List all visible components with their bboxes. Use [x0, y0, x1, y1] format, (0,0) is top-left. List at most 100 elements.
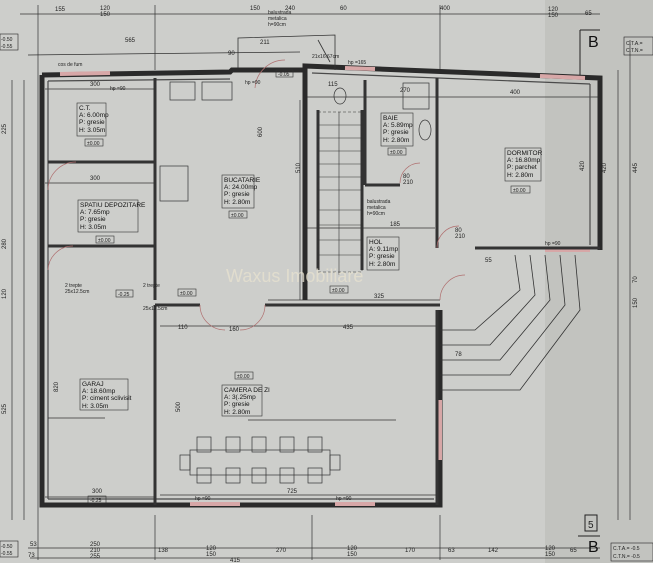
level-box-left-bottom: -0.50 -0.55 [0, 540, 19, 558]
svg-text:BUCATARIE: BUCATARIE [224, 177, 261, 184]
svg-text:CAMERA DE ZI: CAMERA DE ZI [224, 387, 270, 394]
svg-text:255: 255 [90, 554, 101, 560]
svg-text:142: 142 [488, 548, 499, 554]
svg-text:-0.50: -0.50 [1, 544, 13, 550]
svg-text:±0.00: ±0.00 [180, 291, 193, 297]
room-label-garaj: GARAJ A: 18.60mp P: ciment sclivisit H: … [79, 378, 132, 504]
svg-text:HOL: HOL [369, 239, 383, 246]
svg-text:120: 120 [100, 6, 111, 12]
room-label-ct: C.T. A: 6.00mp P: gresie H: 3.05m ±0.00 [76, 102, 109, 147]
svg-text:H: 2.80m: H: 2.80m [224, 409, 250, 416]
svg-text:h=90cm: h=90cm [367, 211, 385, 217]
door-swings [47, 59, 466, 331]
svg-text:-0.05: -0.05 [278, 72, 290, 78]
svg-text:270: 270 [400, 88, 411, 94]
svg-text:138: 138 [158, 548, 169, 554]
svg-text:725: 725 [287, 489, 298, 495]
svg-text:25x12.5cm: 25x12.5cm [65, 289, 89, 295]
svg-text:metalica: metalica [268, 16, 287, 22]
svg-text:150: 150 [250, 6, 261, 12]
svg-text:B: B [588, 34, 599, 51]
svg-text:cos de fum: cos de fum [58, 62, 82, 68]
svg-text:±0.00: ±0.00 [513, 188, 526, 194]
svg-text:120: 120 [2, 288, 8, 299]
svg-text:53: 53 [30, 542, 37, 548]
interior-walls [48, 78, 600, 505]
svg-text:400: 400 [510, 90, 521, 96]
svg-text:C.T.A.=: C.T.A.= [626, 41, 643, 47]
svg-text:210: 210 [90, 548, 101, 554]
svg-text:415: 415 [230, 558, 241, 563]
svg-text:hp =90: hp =90 [110, 86, 126, 92]
svg-text:2 trepte: 2 trepte [143, 283, 160, 289]
exterior-stairs [440, 254, 581, 391]
svg-text:400: 400 [440, 6, 451, 12]
svg-text:hp =90: hp =90 [545, 241, 561, 247]
svg-text:hp =90: hp =90 [245, 80, 261, 86]
svg-text:P: gresie: P: gresie [369, 253, 395, 260]
svg-text:A: 9.11mp: A: 9.11mp [369, 246, 399, 253]
svg-text:±0.00: ±0.00 [390, 150, 403, 156]
svg-text:-0.25: -0.25 [118, 292, 130, 298]
svg-text:C.T.: C.T. [79, 105, 91, 112]
svg-text:120: 120 [347, 546, 358, 552]
svg-text:metalica: metalica [367, 205, 386, 211]
svg-text:C.T.A.= -0.5: C.T.A.= -0.5 [613, 546, 640, 552]
svg-text:80: 80 [455, 228, 462, 234]
section-marker-bottom: 5 B [578, 514, 600, 556]
svg-text:H: 2.80m: H: 2.80m [369, 261, 395, 268]
fixtures [159, 81, 432, 202]
svg-text:SPATIU DEPOZITARE: SPATIU DEPOZITARE [80, 202, 146, 209]
room-label-camera-de-zi: CAMERA DE ZI A: 3(.25mp P: gresie H: 2.8… [221, 371, 270, 417]
svg-text:420: 420 [580, 160, 586, 171]
svg-text:5: 5 [588, 520, 594, 531]
svg-text:-0.55: -0.55 [1, 44, 13, 50]
svg-text:211: 211 [260, 40, 270, 46]
svg-text:-0.25: -0.25 [90, 498, 102, 504]
room-label-dormitor: DORMITOR A: 16.80mp P: parchet H: 2.80m … [504, 147, 543, 194]
svg-text:A: 7.65mp: A: 7.65mp [80, 209, 110, 216]
svg-text:P: gresie: P: gresie [80, 216, 106, 223]
svg-text:A: 16.80mp: A: 16.80mp [507, 157, 541, 164]
svg-text:hp =90: hp =90 [336, 496, 352, 502]
svg-text:420: 420 [602, 162, 608, 173]
room-label-hol: HOL A: 9.11mp P: gresie H: 2.80m ±0.00 [329, 236, 400, 294]
svg-text:-0.50: -0.50 [1, 37, 13, 43]
svg-text:A: 18.60mp: A: 18.60mp [82, 388, 116, 395]
svg-text:P: gresie: P: gresie [383, 129, 409, 136]
svg-text:P: gresie: P: gresie [224, 401, 250, 408]
svg-text:60: 60 [340, 6, 347, 12]
svg-text:445: 445 [633, 162, 639, 173]
svg-text:±0.00: ±0.00 [98, 238, 111, 244]
svg-text:B: B [588, 539, 599, 556]
svg-text:DORMITOR: DORMITOR [507, 150, 543, 157]
svg-text:300: 300 [90, 82, 101, 88]
svg-text:120: 120 [545, 546, 556, 552]
level-box-left-top: -0.50 -0.55 [0, 33, 19, 51]
svg-text:185: 185 [390, 222, 401, 228]
section-marker-top: B [579, 29, 600, 75]
svg-text:170: 170 [405, 548, 416, 554]
svg-text:150: 150 [545, 552, 556, 558]
svg-text:70: 70 [633, 276, 639, 283]
room-label-baie: BAIE A: 5.89mp P: gresie H: 2.80m ±0.00 [380, 112, 414, 156]
svg-text:160: 160 [229, 327, 240, 333]
svg-text:H: 2.80m: H: 2.80m [383, 137, 409, 144]
svg-text:balustrada: balustrada [367, 199, 391, 205]
svg-text:565: 565 [125, 38, 136, 44]
svg-text:±0.00: ±0.00 [237, 374, 250, 380]
dining-table [48, 417, 396, 484]
svg-text:hp =165: hp =165 [348, 60, 366, 66]
stairs [317, 111, 363, 275]
svg-text:78: 78 [455, 352, 462, 358]
svg-text:500: 500 [176, 401, 182, 412]
svg-text:510: 510 [296, 162, 302, 173]
svg-text:600: 600 [258, 126, 264, 137]
svg-text:C.T.N.= -0.5: C.T.N.= -0.5 [613, 554, 640, 560]
svg-text:155: 155 [55, 7, 66, 13]
svg-text:63: 63 [448, 548, 455, 554]
svg-text:90: 90 [228, 51, 235, 57]
svg-text:H: 3.05m: H: 3.05m [80, 224, 106, 231]
svg-text:±0.00: ±0.00 [87, 141, 100, 147]
svg-text:25x12.5cm: 25x12.5cm [143, 306, 167, 312]
